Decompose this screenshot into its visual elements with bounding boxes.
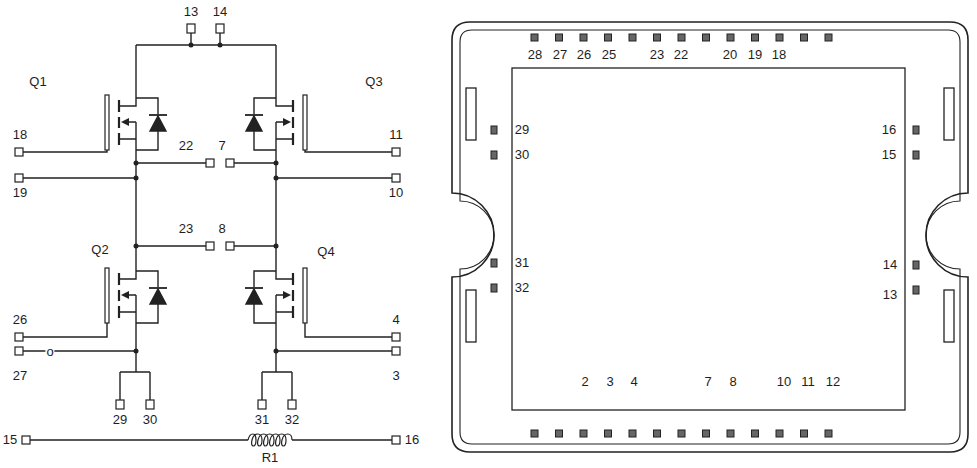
terminal-pads — [15, 24, 400, 444]
pin-pad — [629, 34, 636, 41]
pin-number: 22 — [178, 139, 194, 153]
pin-pad — [556, 430, 563, 437]
pin-number: 14 — [882, 258, 898, 272]
pin-pad — [825, 34, 832, 41]
pin-number: 26 — [576, 48, 592, 62]
pin-number: 15 — [881, 148, 897, 162]
pin-pad — [913, 286, 919, 294]
pin-number: 31 — [514, 256, 530, 270]
pin-number: 27 — [552, 48, 568, 62]
pin-pad — [703, 430, 710, 437]
pin-pad — [491, 151, 497, 159]
pin-pad — [491, 126, 497, 134]
pin-number: 11 — [800, 375, 816, 389]
component-label: Q3 — [364, 75, 383, 89]
pin-number: 19 — [12, 186, 28, 200]
pin-number: 32 — [514, 281, 530, 295]
pin-number: 8 — [217, 222, 226, 236]
pin-pad — [776, 430, 783, 437]
pin-number: 20 — [722, 48, 738, 62]
pin-number: 32 — [284, 413, 300, 427]
pin-pad — [776, 34, 783, 41]
pin-number: 23 — [649, 48, 665, 62]
pin-pad — [727, 34, 734, 41]
pin-number: 28 — [527, 48, 543, 62]
pin-number: 8 — [728, 375, 737, 389]
pin-pad — [531, 34, 538, 41]
component-label: Q1 — [28, 75, 47, 89]
pin-pad — [913, 151, 919, 159]
mosfet-q2 — [105, 218, 167, 351]
pin-number: 7 — [703, 375, 712, 389]
pin-number: 27 — [12, 369, 28, 383]
pin-pad — [491, 259, 497, 267]
pin-number: 12 — [825, 375, 841, 389]
pin-pad — [913, 261, 919, 269]
pin-pad — [678, 34, 685, 41]
pin-number: 30 — [142, 413, 158, 427]
pin-number: 15 — [2, 433, 18, 447]
pin-number: 16 — [881, 123, 897, 137]
pin-pad — [629, 430, 636, 437]
mark: o — [45, 345, 54, 359]
pin-number: 31 — [254, 413, 270, 427]
pin-number: 3 — [391, 369, 400, 383]
pin-number: 4 — [391, 313, 400, 327]
pin-pad — [654, 430, 661, 437]
pin-pad — [703, 34, 710, 41]
pin-number: 18 — [12, 128, 28, 142]
resistor-symbol — [248, 434, 292, 446]
pin-pad — [580, 430, 587, 437]
pin-number: 14 — [212, 5, 228, 19]
pin-number: 23 — [178, 222, 194, 236]
pin-pad — [752, 34, 759, 41]
pin-number: 19 — [747, 48, 763, 62]
component-label: R1 — [261, 451, 280, 465]
pin-pad — [801, 430, 808, 437]
pin-pad — [605, 430, 612, 437]
package-outline — [452, 22, 968, 452]
pin-number: 25 — [601, 48, 617, 62]
pin-pad — [825, 430, 832, 437]
pin-pad — [752, 430, 759, 437]
pin-pad — [678, 430, 685, 437]
pin-pad — [801, 34, 808, 41]
pin-number: 3 — [605, 375, 614, 389]
pin-number: 10 — [388, 186, 404, 200]
pin-pad — [913, 126, 919, 134]
pin-pad — [654, 34, 661, 41]
pin-number: 30 — [514, 148, 530, 162]
pin-pad — [556, 34, 563, 41]
pin-number: 4 — [629, 375, 638, 389]
pin-pad — [605, 34, 612, 41]
component-label: Q2 — [90, 243, 109, 257]
pin-number: 10 — [776, 375, 792, 389]
pin-number: 11 — [388, 128, 404, 142]
pin-number: 29 — [112, 413, 128, 427]
pin-number: 26 — [12, 313, 28, 327]
pin-number: 16 — [404, 433, 420, 447]
mosfet-q4 — [245, 218, 307, 351]
pin-pad — [727, 430, 734, 437]
pin-pad — [531, 430, 538, 437]
pin-number: 29 — [514, 123, 530, 137]
package-pins — [491, 34, 919, 437]
component-label: Q4 — [316, 245, 335, 259]
pin-pad — [580, 34, 587, 41]
pin-number: 13 — [183, 5, 199, 19]
pin-number: 18 — [771, 48, 787, 62]
pin-number: 13 — [882, 288, 898, 302]
pin-number: 22 — [673, 48, 689, 62]
wires — [23, 33, 392, 440]
pin-number: 7 — [217, 139, 226, 153]
pin-pad — [491, 284, 497, 292]
junction-dots — [134, 43, 279, 354]
pin-number: 2 — [580, 375, 589, 389]
mosfet-q1 — [105, 45, 167, 178]
mosfet-q3 — [245, 45, 307, 178]
